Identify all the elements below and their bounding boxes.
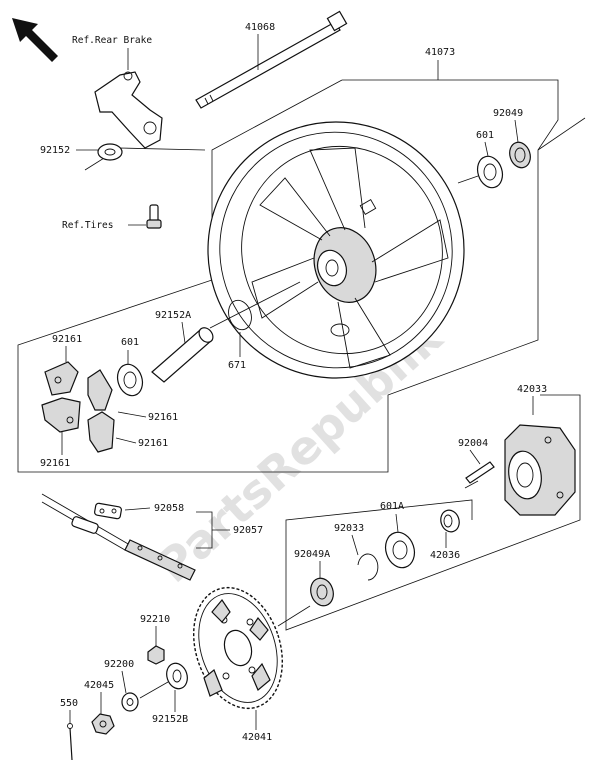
wheel-41073 [207, 121, 465, 379]
label-42045: 42045 [84, 680, 114, 691]
label-42036: 42036 [430, 550, 460, 561]
label-92200: 92200 [104, 659, 134, 670]
label-42041: 42041 [242, 732, 272, 743]
label-41068: 41068 [245, 22, 275, 33]
sprocket-hub-42033 [504, 424, 576, 516]
o-ring-671 [228, 299, 252, 331]
damper-rubbers-92161 [41, 361, 115, 453]
oil-seal-92049 [509, 141, 531, 169]
label-41073: 41073 [425, 47, 455, 58]
front-arrow-icon [12, 18, 58, 62]
bearing-601A [384, 531, 416, 569]
circlip-92033 [357, 553, 379, 581]
nut-42045 [91, 713, 115, 735]
label-92152B: 92152B [152, 714, 188, 725]
label-92004: 92004 [458, 438, 488, 449]
collar-42036 [440, 509, 460, 533]
chain-joint-92058 [71, 502, 122, 534]
label-92049: 92049 [493, 108, 523, 119]
ref-tires: Ref.Tires [62, 220, 113, 231]
tire-valve [146, 204, 162, 229]
collar-92152A [151, 327, 214, 383]
bearing-601-left [116, 363, 144, 397]
label-92161-a: 92161 [52, 334, 82, 345]
label-42033: 42033 [517, 384, 547, 395]
nut-92210 [147, 645, 165, 665]
label-92152A: 92152A [155, 310, 191, 321]
label-92057: 92057 [233, 525, 263, 536]
label-601-left: 601 [121, 337, 139, 348]
label-92049A: 92049A [294, 549, 330, 560]
bearing-601-right [476, 155, 504, 189]
axle-41068 [195, 10, 348, 109]
collar-92152 [97, 143, 123, 161]
hub-group-box [285, 394, 581, 631]
label-92058: 92058 [154, 503, 184, 514]
label-601-top: 601 [476, 130, 494, 141]
label-550: 550 [60, 698, 78, 709]
label-92033: 92033 [334, 523, 364, 534]
ref-rear-brake: Ref.Rear Brake [72, 35, 152, 46]
oil-seal-92049A [310, 577, 334, 607]
cotter-pin-550 [67, 723, 73, 761]
label-92161-c: 92161 [138, 438, 168, 449]
rear-sprocket-42041 [192, 586, 284, 710]
label-92210: 92210 [140, 614, 170, 625]
label-92152: 92152 [40, 145, 70, 156]
label-92161-b: 92161 [148, 412, 178, 423]
label-671: 671 [228, 360, 246, 371]
label-601A: 601A [380, 501, 404, 512]
label-92161-d: 92161 [40, 458, 70, 469]
stud-92004 [465, 461, 495, 484]
washer-92200 [121, 692, 139, 712]
collar-92152B [166, 662, 188, 690]
